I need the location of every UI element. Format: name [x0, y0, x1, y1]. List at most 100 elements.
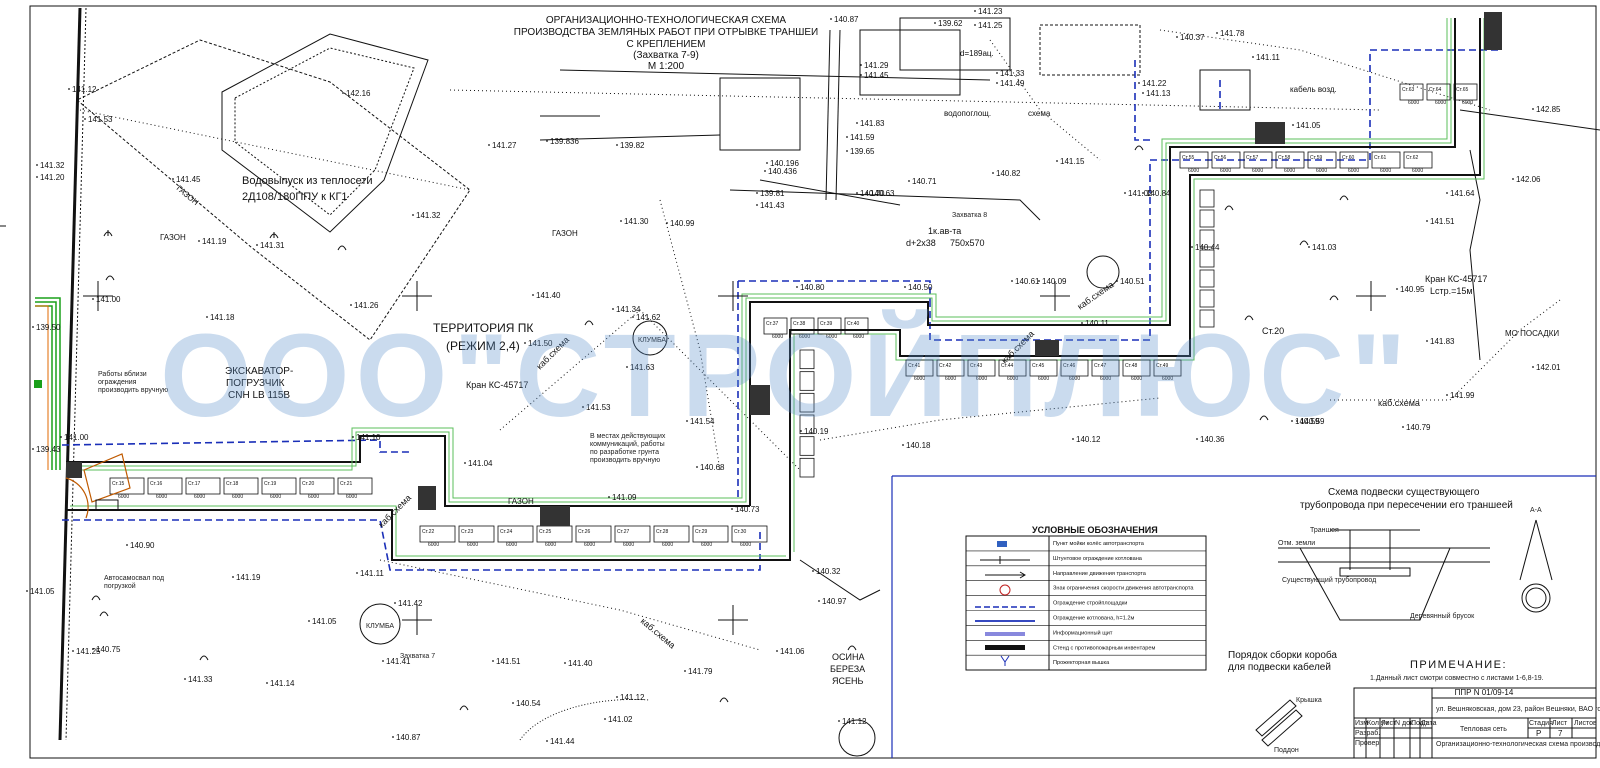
elevation-label: 141.53 [586, 403, 611, 412]
section-label: Ст.17 [188, 481, 201, 487]
section-length: 6000 [740, 542, 751, 548]
elevation-label: 140.87 [834, 15, 859, 24]
elevation-point [308, 620, 310, 622]
elevation-label: 140.51 [1120, 277, 1145, 286]
elevation-point [92, 648, 94, 650]
label-crane-right-length: Lстр.=15м [1430, 286, 1473, 296]
legend-item-label: Направление движения транспорта [1053, 571, 1147, 577]
elevation-point [904, 286, 906, 288]
note-comm-3: по разработке грунта [590, 448, 659, 456]
elevation-point [1011, 280, 1013, 282]
elevation-point [184, 678, 186, 680]
elevation-label: 141.51 [1430, 217, 1455, 226]
elevation-label: 141.27 [492, 141, 517, 150]
elevation-label: 139.62 [938, 19, 963, 28]
elevation-point [1138, 82, 1140, 84]
stamp-razrab: Разраб. [1355, 729, 1380, 737]
elevation-point [1252, 56, 1254, 58]
section-label: Ст.47 [1094, 363, 1107, 369]
section-length: 6000 [1162, 376, 1173, 382]
legend-item-label: Знак ограничения скорости движения автот… [1053, 586, 1194, 592]
section-label: Ст.56 [1214, 155, 1227, 161]
elevation-label: 141.29 [864, 61, 889, 70]
legend-item-label: Ограждение котлована, h=1.2м [1053, 616, 1134, 622]
section-label: Ст.60 [1342, 155, 1355, 161]
elevation-point [1116, 280, 1118, 282]
elevation-label: 141.83 [860, 119, 885, 128]
elevation-point [846, 136, 848, 138]
elevation-label: 140.99 [670, 219, 695, 228]
assembly-drawing [1255, 699, 1303, 747]
suspension-title-1: Схема подвески существующего [1328, 487, 1480, 498]
trench-section-vertical [1199, 269, 1215, 288]
label-cable-4: каб.схема [1075, 279, 1115, 311]
section-length: 6000 [1316, 168, 1327, 174]
section-length: 6000 [270, 494, 281, 500]
elevation-point [126, 544, 128, 546]
elevation-point [350, 304, 352, 306]
section-length: 6000 [1188, 168, 1199, 174]
elevation-point [846, 150, 848, 152]
section-length: 6000 [346, 494, 357, 500]
elevation-point [996, 82, 998, 84]
legend-item-label: Пункт мойки колёс автотранспорта [1053, 540, 1145, 547]
elevation-point [26, 590, 28, 592]
elevation-point [766, 162, 768, 164]
elevation-label: 141.15 [1060, 157, 1085, 166]
header-scale: М 1:200 [648, 61, 685, 72]
elevation-label: 141.02 [1128, 189, 1153, 198]
section-label: Ст.26 [578, 529, 591, 535]
elevation-label: 140.59 [1300, 417, 1325, 426]
elevation-label: 141.33 [1000, 69, 1025, 78]
trench-section-vertical [1199, 189, 1215, 208]
elevation-point [860, 74, 862, 76]
elevation-point [686, 420, 688, 422]
elevation-point [604, 718, 606, 720]
elevation-point [1532, 366, 1534, 368]
section-length: 6000 [623, 542, 634, 548]
elevation-point [582, 406, 584, 408]
section-label: Ст.38 [793, 321, 806, 327]
section-length: 6000 [853, 334, 864, 340]
elevation-label: 141.50 [528, 339, 553, 348]
elevation-label: 140.436 [768, 167, 797, 176]
section-label: Ст.45 [1032, 363, 1045, 369]
elevation-label: 140.87 [396, 733, 421, 742]
elevation-label: 141.49 [1000, 79, 1025, 88]
elevation-label: 141.11 [1256, 53, 1280, 62]
elevation-point [902, 444, 904, 446]
section-length: 6000 [772, 334, 783, 340]
label-excavator-1: ЭКСКАВАТОР- [225, 366, 293, 377]
section-length: 6000 [467, 542, 478, 548]
elevation-point [392, 736, 394, 738]
section-length: 6000 [976, 376, 987, 382]
label-cable-5: каб.схема [1378, 398, 1420, 408]
elevation-label: 140.97 [822, 597, 847, 606]
elevation-point [232, 576, 234, 578]
elevation-point [731, 508, 733, 510]
stamp-stadia: Р [1536, 729, 1541, 738]
elevation-point [616, 696, 618, 698]
section-length: 6000 [662, 542, 673, 548]
elevation-point [1426, 220, 1428, 222]
section-label: Ст.62 [1406, 155, 1419, 161]
elevation-point [72, 650, 74, 652]
stamp-hdr-data: Дата [1421, 720, 1437, 727]
elevation-label: 141.12 [620, 693, 645, 702]
elevation-label: 141.10 [356, 433, 381, 442]
stamp-desc: Организационно-технологическая схема про… [1436, 740, 1600, 748]
elevation-point [1396, 288, 1398, 290]
elevation-point [352, 436, 354, 438]
elevation-point [776, 650, 778, 652]
elevation-point [1176, 36, 1178, 38]
